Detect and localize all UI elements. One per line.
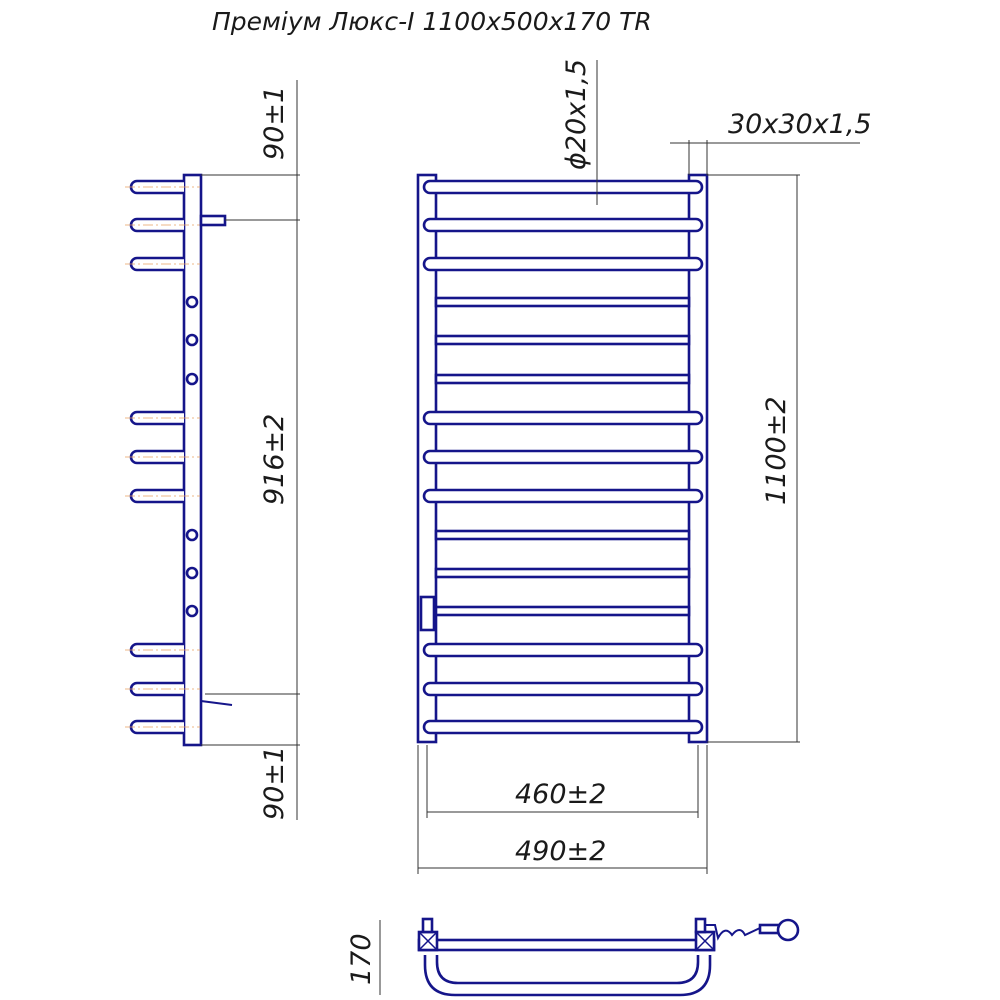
flat-bar <box>434 296 691 308</box>
side-bar-section <box>185 372 199 386</box>
flat-bar <box>434 373 691 385</box>
plug-icon <box>776 918 800 942</box>
heater-bracket <box>419 595 436 632</box>
rounded-bar <box>422 642 704 658</box>
dimension-lines <box>201 60 860 995</box>
flat-bar <box>434 567 691 579</box>
top-view <box>417 917 800 997</box>
dim-depth: 170 <box>346 933 377 985</box>
dim-middle-span: 916±2 <box>259 414 290 505</box>
front-view <box>416 173 709 744</box>
rounded-bar <box>422 719 704 735</box>
dim-height: 1100±2 <box>761 396 792 505</box>
dim-inner-width: 460±2 <box>515 779 606 810</box>
rounded-bar <box>422 681 704 697</box>
drawing-title: Преміум Люкс-I 1100x500x170 TR <box>212 7 652 36</box>
rounded-bar <box>422 217 704 233</box>
rounded-bar <box>422 449 704 465</box>
flat-bar <box>434 334 691 346</box>
side-view <box>125 173 233 747</box>
dim-bottom-offset: 90±1 <box>259 746 290 820</box>
flat-bar <box>434 529 691 541</box>
side-bar-section <box>185 566 199 580</box>
dim-outer-width: 490±2 <box>515 836 606 867</box>
top-fitting <box>199 214 227 227</box>
heater-stub <box>200 700 233 706</box>
dim-post-profile: 30x30x1,5 <box>728 109 872 140</box>
dim-bar-tube: ϕ20x1,5 <box>561 59 592 170</box>
dim-top-offset: 90±1 <box>259 86 290 160</box>
side-post <box>182 173 203 747</box>
rounded-bar <box>422 179 704 195</box>
rounded-bar <box>422 488 704 504</box>
side-bar-section <box>185 295 199 309</box>
rounded-bar <box>422 410 704 426</box>
side-bar-section <box>185 333 199 347</box>
side-bar-section <box>185 604 199 618</box>
flat-bar <box>434 605 691 617</box>
power-cord <box>705 924 761 941</box>
rounded-bar <box>422 256 704 272</box>
side-bar-section <box>185 528 199 542</box>
